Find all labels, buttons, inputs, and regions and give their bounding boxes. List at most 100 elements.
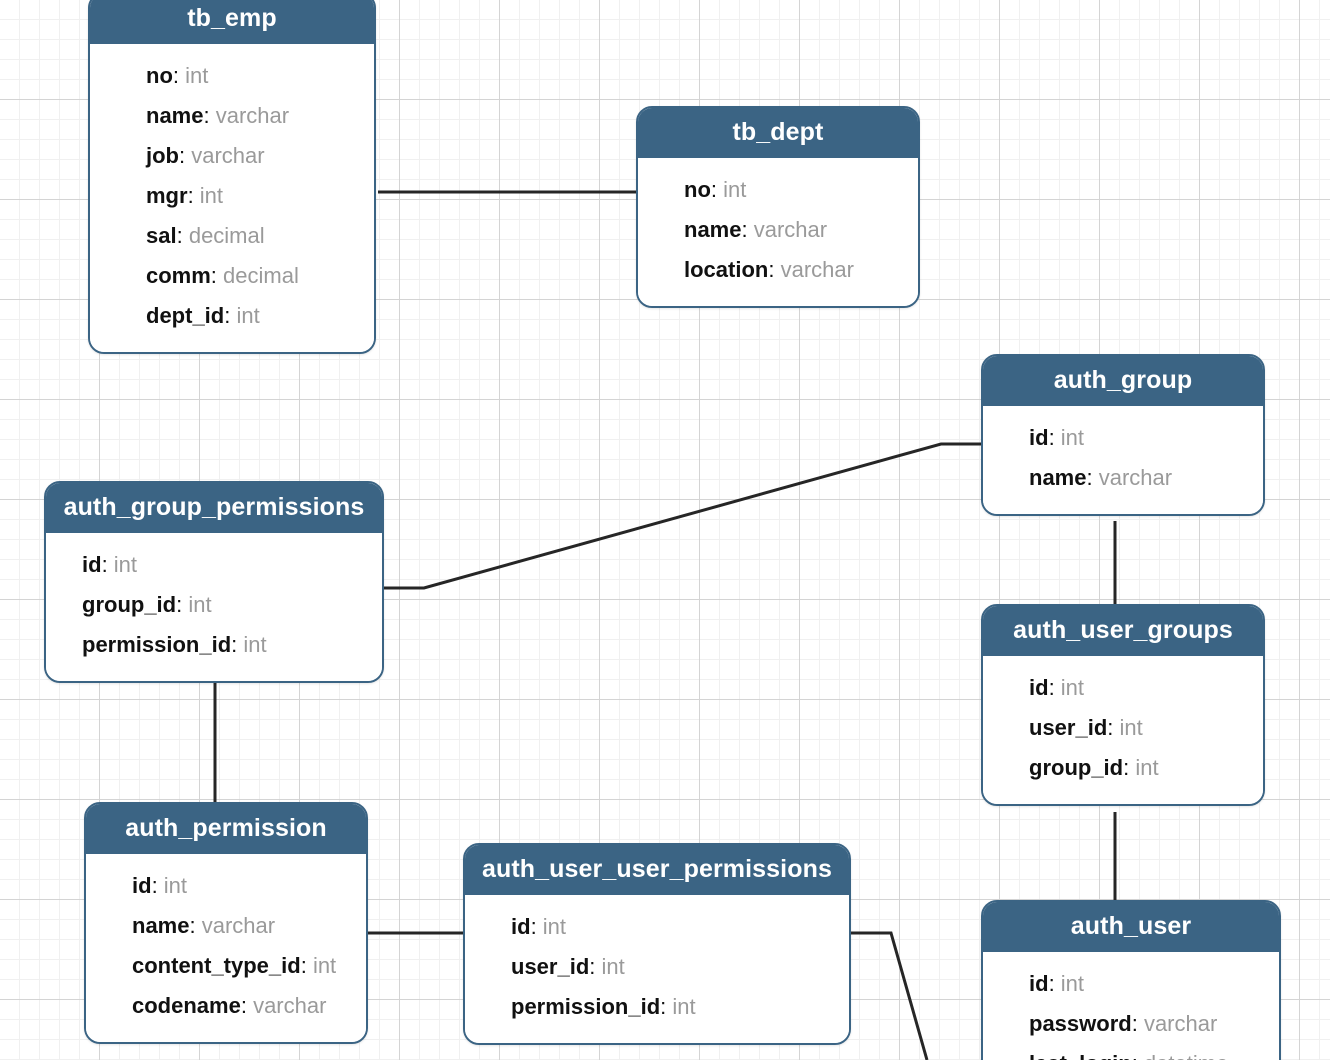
field-type: decimal bbox=[188, 223, 265, 249]
field-row[interactable]: last_login: datetime bbox=[983, 1044, 1279, 1060]
field-name: id bbox=[82, 552, 102, 578]
field-separator: : bbox=[224, 303, 237, 329]
field-name: id bbox=[132, 873, 152, 899]
entity-title-auth_user: auth_user bbox=[983, 902, 1279, 953]
field-row[interactable]: comm: decimal bbox=[90, 256, 374, 296]
field-row[interactable]: mgr: int bbox=[90, 176, 374, 216]
field-type: int bbox=[312, 953, 337, 979]
field-name: id bbox=[1029, 425, 1049, 451]
field-type: int bbox=[1119, 715, 1143, 741]
field-row[interactable]: codename: varchar bbox=[86, 986, 366, 1026]
field-row[interactable]: password: varchar bbox=[983, 1004, 1279, 1044]
field-separator: : bbox=[203, 103, 216, 129]
field-row[interactable]: name: varchar bbox=[983, 458, 1263, 498]
field-row[interactable]: permission_id: int bbox=[46, 625, 382, 665]
field-row[interactable]: group_id: int bbox=[46, 585, 382, 625]
field-row[interactable]: permission_id: int bbox=[465, 987, 849, 1027]
field-name: name bbox=[132, 913, 190, 939]
field-type: varchar bbox=[201, 913, 276, 939]
field-name: group_id bbox=[1029, 755, 1124, 781]
field-row[interactable]: id: int bbox=[465, 907, 849, 947]
field-separator: : bbox=[1132, 1051, 1144, 1060]
field-separator: : bbox=[187, 183, 200, 209]
field-name: password bbox=[1029, 1011, 1132, 1037]
field-type: decimal bbox=[223, 263, 299, 289]
field-name: dept_id bbox=[146, 303, 225, 329]
field-name: codename bbox=[132, 993, 241, 1019]
field-type: int bbox=[1060, 425, 1085, 451]
field-row[interactable]: user_id: int bbox=[465, 947, 849, 987]
field-type: int bbox=[188, 592, 212, 618]
field-row[interactable]: id: int bbox=[983, 418, 1263, 458]
field-row[interactable]: user_id: int bbox=[983, 708, 1263, 748]
field-separator: : bbox=[210, 263, 224, 289]
field-separator: : bbox=[179, 143, 192, 169]
field-row[interactable]: no: int bbox=[638, 170, 918, 210]
relationship-line[interactable] bbox=[851, 931, 929, 1060]
field-name: permission_id bbox=[82, 632, 232, 658]
field-name: no bbox=[684, 177, 711, 203]
field-type: int bbox=[1060, 971, 1085, 997]
field-type: int bbox=[163, 873, 188, 899]
field-separator: : bbox=[101, 552, 114, 578]
field-row[interactable]: id: int bbox=[86, 866, 366, 906]
field-name: comm bbox=[146, 263, 211, 289]
field-type: int bbox=[185, 63, 209, 89]
field-name: job bbox=[146, 143, 179, 169]
field-type: int bbox=[113, 552, 138, 578]
field-type: int bbox=[1060, 675, 1085, 701]
field-separator: : bbox=[1048, 425, 1061, 451]
field-row[interactable]: dept_id: int bbox=[90, 296, 374, 336]
field-type: varchar bbox=[1098, 465, 1173, 491]
field-name: id bbox=[1029, 675, 1049, 701]
field-separator: : bbox=[240, 993, 254, 1019]
field-row[interactable]: no: int bbox=[90, 56, 374, 96]
field-name: content_type_id bbox=[132, 953, 301, 979]
relationship-line[interactable] bbox=[384, 442, 981, 590]
field-row[interactable]: job: varchar bbox=[90, 136, 374, 176]
entity-title-auth_user_groups: auth_user_groups bbox=[983, 606, 1263, 657]
field-row[interactable]: content_type_id: int bbox=[86, 946, 366, 986]
field-name: group_id bbox=[82, 592, 177, 618]
field-separator: : bbox=[660, 994, 673, 1020]
field-row[interactable]: location: varchar bbox=[638, 250, 918, 290]
entity-title-auth_user_user_permissions: auth_user_user_permissions bbox=[465, 845, 849, 896]
field-row[interactable]: name: varchar bbox=[86, 906, 366, 946]
field-type: varchar bbox=[753, 217, 828, 243]
field-type: int bbox=[199, 183, 224, 209]
field-separator: : bbox=[1123, 755, 1136, 781]
field-row[interactable]: name: varchar bbox=[638, 210, 918, 250]
field-name: mgr bbox=[146, 183, 188, 209]
field-row[interactable]: id: int bbox=[983, 668, 1263, 708]
field-separator: : bbox=[768, 257, 781, 283]
field-row[interactable]: group_id: int bbox=[983, 748, 1263, 788]
field-row[interactable]: id: int bbox=[983, 964, 1279, 1004]
field-type: int bbox=[542, 914, 567, 940]
field-row[interactable]: name: varchar bbox=[90, 96, 374, 136]
field-separator: : bbox=[530, 914, 543, 940]
field-type: datetime bbox=[1144, 1051, 1228, 1060]
field-type: int bbox=[243, 632, 267, 658]
field-separator: : bbox=[151, 873, 164, 899]
field-type: int bbox=[672, 994, 696, 1020]
field-separator: : bbox=[172, 63, 186, 89]
entity-title-auth_group_permissions: auth_group_permissions bbox=[46, 483, 382, 534]
field-separator: : bbox=[176, 223, 189, 249]
field-separator: : bbox=[1107, 715, 1120, 741]
field-row[interactable]: id: int bbox=[46, 545, 382, 585]
field-separator: : bbox=[176, 592, 189, 618]
field-row[interactable]: sal: decimal bbox=[90, 216, 374, 256]
entity-title-auth_group: auth_group bbox=[983, 356, 1263, 407]
